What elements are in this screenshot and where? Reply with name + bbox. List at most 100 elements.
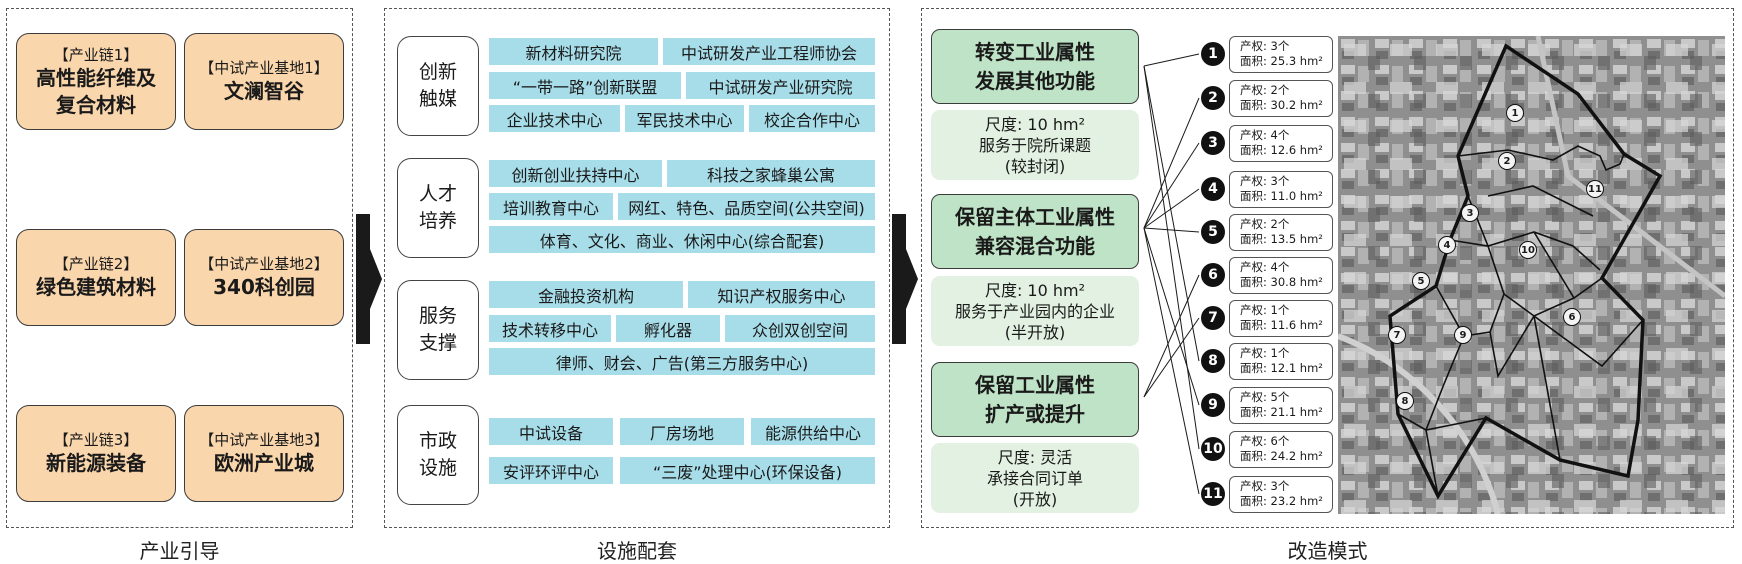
parcel-area: 面积: 21.1 hm² (1240, 405, 1323, 419)
facility-tile: 厂房场地 (620, 418, 744, 445)
chain-name: 高性能纤维及 复合材料 (36, 65, 156, 117)
parcel-area: 面积: 12.6 hm² (1240, 143, 1323, 157)
parcel-rights: 产权: 2个 (1240, 217, 1290, 231)
parcel-number-badge: 1 (1201, 42, 1225, 66)
map-parcel-marker: 10 (1519, 241, 1537, 259)
parcel-number-badge: 3 (1201, 131, 1225, 155)
parcel-area: 面积: 23.2 hm² (1240, 494, 1323, 508)
parcel-info-box: 产权: 3个面积: 23.2 hm² (1229, 476, 1333, 513)
chain-tag: 【产业链2】 (53, 255, 139, 273)
industry-guide-panel (6, 8, 353, 528)
parcel-info-box: 产权: 1个面积: 12.1 hm² (1229, 343, 1333, 380)
industry-chain-3: 【产业链3】 新能源装备 (16, 405, 176, 502)
facility-tile: 网红、特色、品质空间(公共空间) (618, 193, 875, 220)
parcel-info-box: 产权: 2个面积: 13.5 hm² (1229, 214, 1333, 251)
industry-guide-label: 产业引导 (139, 539, 220, 563)
map-parcel-marker: 6 (1563, 308, 1581, 326)
parcel-area: 面积: 13.5 hm² (1240, 232, 1323, 246)
map-parcel-marker: 11 (1586, 180, 1604, 198)
parcel-number-badge: 7 (1201, 306, 1225, 330)
facility-tile: 创新创业扶持中心 (489, 160, 662, 187)
base-tag: 【中试产业基地3】 (199, 431, 329, 449)
mode-description: 服务于院所课题 (978, 135, 1091, 155)
facility-tile: 军民技术中心 (625, 105, 744, 132)
facility-tile: 金融投资机构 (489, 281, 683, 308)
parcel-rights: 产权: 5个 (1240, 390, 1290, 404)
pilot-base-2: 【中试产业基地2】 340科创园 (184, 229, 344, 326)
parcel-number-badge: 2 (1201, 86, 1225, 110)
parcel-number-badge: 11 (1201, 482, 1225, 506)
category-municipal: 市政 设施 (397, 405, 479, 505)
map-parcel-marker: 2 (1498, 152, 1516, 170)
map-parcel-marker: 8 (1396, 392, 1414, 410)
renovation-panel (921, 8, 1734, 528)
facility-tile: 知识产权服务中心 (688, 281, 875, 308)
parcel-number-badge: 6 (1201, 263, 1225, 287)
map-parcel-marker: 7 (1388, 326, 1406, 344)
parcel-rights: 产权: 6个 (1240, 434, 1290, 448)
facility-tile: 中试研发产业研究院 (686, 72, 875, 99)
mode-2-desc: 尺度: 10 hm² 服务于产业园内的企业 (半开放) (931, 276, 1139, 346)
mode-openness: (半开放) (1004, 322, 1066, 342)
parcel-number-badge: 9 (1201, 393, 1225, 417)
base-name: 340科创园 (213, 275, 315, 299)
facility-tile: 体育、文化、商业、休闲中心(综合配套) (489, 226, 875, 253)
base-name: 欧洲产业城 (214, 451, 314, 475)
mode-openness: (开放) (1012, 489, 1058, 509)
chain-tag: 【产业链3】 (53, 431, 139, 449)
facilities-label: 设施配套 (597, 539, 677, 563)
parcel-area: 面积: 11.0 hm² (1240, 189, 1323, 203)
parcel-area: 面积: 25.3 hm² (1240, 54, 1323, 68)
parcel-area: 面积: 12.1 hm² (1240, 361, 1323, 375)
mode-description: 承接合同订单 (986, 468, 1083, 488)
parcel-rights: 产权: 3个 (1240, 479, 1290, 493)
facility-tile: 科技之家蜂巢公寓 (667, 160, 875, 187)
parcel-number-badge: 5 (1201, 220, 1225, 244)
category-innovation: 创新 触媒 (397, 36, 479, 136)
facility-tile: 众创双创空间 (725, 315, 875, 342)
parcel-area: 面积: 11.6 hm² (1240, 318, 1323, 332)
flow-arrow-icon (892, 214, 918, 344)
parcel-area: 面积: 24.2 hm² (1240, 449, 1323, 463)
facility-tile: 孵化器 (616, 315, 720, 342)
facility-tile: 律师、财会、广告(第三方服务中心) (489, 348, 875, 375)
map-parcel-marker: 5 (1412, 272, 1430, 290)
chain-tag: 【产业链1】 (53, 45, 139, 64)
base-name: 文澜智谷 (224, 79, 304, 103)
mode-3-desc: 尺度: 灵活 承接合同订单 (开放) (931, 443, 1139, 513)
parcel-rights: 产权: 3个 (1240, 39, 1290, 53)
facilities-panel (384, 8, 890, 528)
category-service: 服务 支撑 (397, 280, 479, 380)
aerial-site-map: 1 2 3 4 5 6 7 8 9 10 11 (1338, 36, 1725, 514)
parcel-number-badge: 8 (1201, 349, 1225, 373)
flow-arrow-icon (356, 214, 382, 344)
parcel-rights: 产权: 1个 (1240, 303, 1290, 317)
facility-tile: 能源供给中心 (751, 418, 875, 445)
parcel-info-box: 产权: 2个面积: 30.2 hm² (1229, 80, 1333, 117)
industry-chain-2: 【产业链2】 绿色建筑材料 (16, 229, 176, 326)
facility-tile: 技术转移中心 (489, 315, 611, 342)
parcel-rights: 产权: 4个 (1240, 128, 1290, 142)
map-parcel-marker: 9 (1454, 326, 1472, 344)
mode-1-desc: 尺度: 10 hm² 服务于院所课题 (较封闭) (931, 110, 1139, 180)
facility-tile: 培训教育中心 (489, 193, 613, 220)
parcel-rights: 产权: 3个 (1240, 174, 1290, 188)
facility-tile: “一带一路”创新联盟 (489, 72, 681, 99)
mode-2-title: 保留主体工业属性 兼容混合功能 (931, 194, 1139, 269)
parcel-info-box: 产权: 3个面积: 25.3 hm² (1229, 36, 1333, 73)
site-plan-outline (1338, 36, 1725, 514)
map-parcel-marker: 3 (1461, 204, 1479, 222)
facility-tile: 企业技术中心 (489, 105, 620, 132)
parcel-number-badge: 10 (1201, 437, 1225, 461)
chain-name: 绿色建筑材料 (36, 275, 156, 299)
mode-3-title: 保留工业属性 扩产或提升 (931, 362, 1139, 437)
mode-scale: 尺度: 10 hm² (984, 114, 1086, 134)
mode-1-title: 转变工业属性 发展其他功能 (931, 29, 1139, 104)
chain-name: 新能源装备 (46, 451, 146, 475)
mode-description: 服务于产业园内的企业 (954, 301, 1115, 321)
parcel-rights: 产权: 4个 (1240, 260, 1290, 274)
parcel-info-box: 产权: 4个面积: 12.6 hm² (1229, 125, 1333, 162)
map-parcel-marker: 1 (1506, 104, 1524, 122)
base-tag: 【中试产业基地2】 (199, 255, 329, 273)
